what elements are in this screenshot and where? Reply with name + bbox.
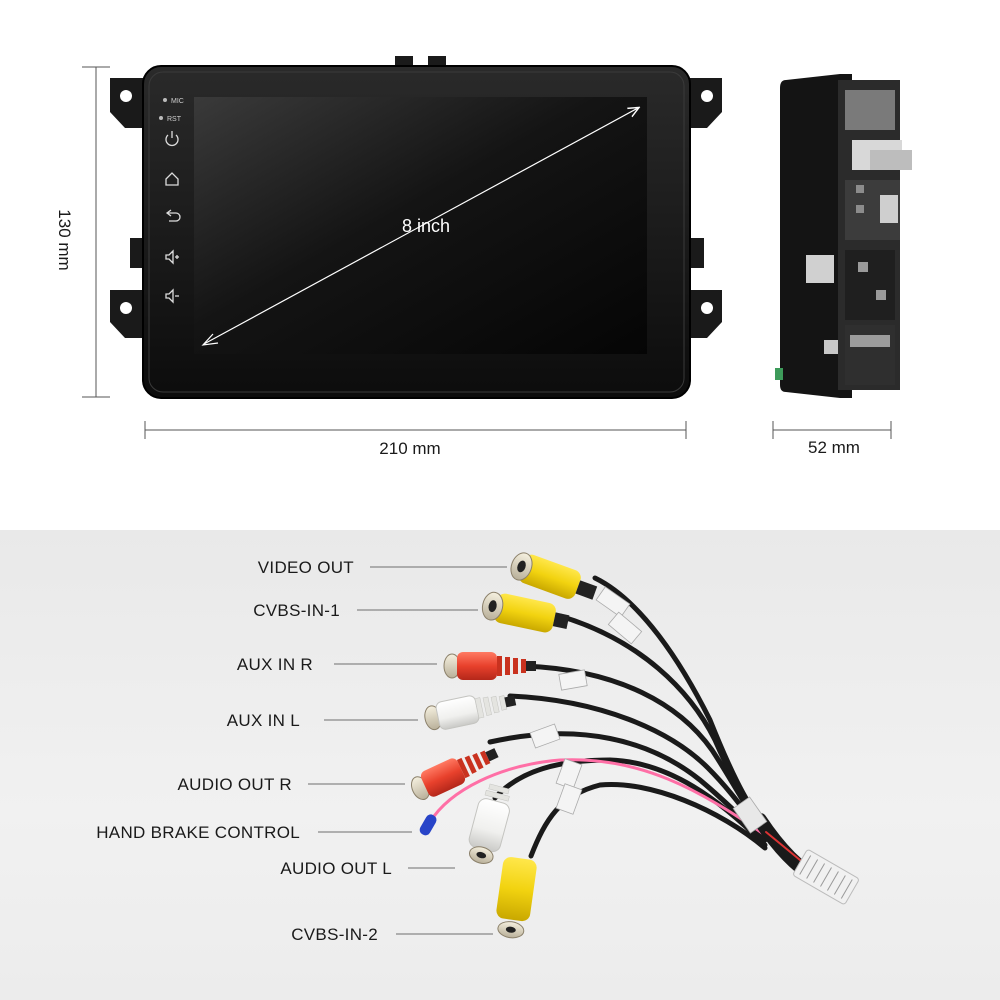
rst-label: RST <box>167 116 182 123</box>
rca-aux-in-r <box>443 652 536 680</box>
harness-connector <box>793 849 859 905</box>
volume-up-icon[interactable] <box>165 249 179 265</box>
mounting-bracket-top <box>110 56 722 338</box>
rca-aux-in-l <box>424 695 517 731</box>
mic-label: MIC <box>171 98 184 105</box>
label-cvbs-in-1: CVBS-IN-1 <box>253 601 340 620</box>
rca-video-out <box>510 552 598 600</box>
height-dimension: 130 mm <box>55 66 110 398</box>
head-unit-front: 8 inch MIC RST <box>110 56 722 399</box>
label-cvbs-in-2: CVBS-IN-2 <box>291 925 378 944</box>
home-icon[interactable] <box>165 172 179 186</box>
depth-label: 52 mm <box>808 438 860 457</box>
label-video-out: VIDEO OUT <box>258 558 354 577</box>
back-icon[interactable] <box>165 209 181 222</box>
rca-cvbs-in-1 <box>481 591 570 633</box>
volume-down-icon[interactable] <box>165 288 179 304</box>
label-aux-in-r: AUX IN R <box>237 655 313 674</box>
touch-screen[interactable] <box>194 97 647 354</box>
label-hand-brake-control: HAND BRAKE CONTROL <box>96 823 300 842</box>
diagonal-label: 8 inch <box>402 216 450 236</box>
rca-cvbs-in-2 <box>496 857 537 939</box>
rca-audio-out-r <box>410 748 499 801</box>
depth-dimension: 52 mm <box>772 421 892 457</box>
width-label: 210 mm <box>379 439 440 458</box>
label-aux-in-l: AUX IN L <box>227 711 300 730</box>
label-audio-out-r: AUDIO OUT R <box>178 775 292 794</box>
height-label: 130 mm <box>55 209 74 270</box>
hand-brake-tip <box>419 814 437 836</box>
label-audio-out-l: AUDIO OUT L <box>280 859 392 878</box>
label-leaders <box>308 566 507 935</box>
reset-hole[interactable] <box>159 116 163 120</box>
head-unit-side <box>775 74 912 398</box>
rca-audio-out-l <box>468 783 510 864</box>
diagonal-arrow <box>203 108 638 345</box>
cable-labels: VIDEO OUT CVBS-IN-1 AUX IN R AUX IN L AU… <box>96 558 392 944</box>
mic-hole <box>163 98 167 102</box>
width-dimension: 210 mm <box>144 421 687 458</box>
power-icon[interactable] <box>165 131 179 147</box>
cable-tags <box>529 586 768 834</box>
